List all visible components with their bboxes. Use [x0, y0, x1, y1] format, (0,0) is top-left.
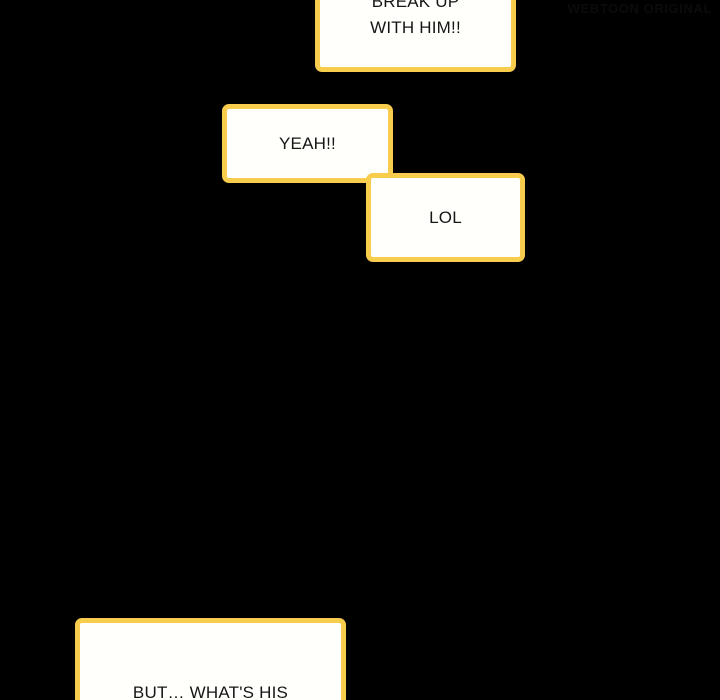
speech-bubble-but-whats-his: BUT… WHAT'S HIS [75, 618, 346, 700]
speech-bubble-text: BREAK UP WITH HIM!! [370, 0, 461, 37]
speech-bubble-text: YEAH!! [279, 133, 336, 153]
speech-bubble-text: BUT… WHAT'S HIS [132, 683, 289, 700]
speech-bubble-text: LOL [429, 207, 462, 227]
speech-bubble-lol: LOL [366, 173, 525, 262]
watermark-label: WEBTOON ORIGINAL [567, 1, 712, 16]
speech-bubble-break-up: BREAK UP WITH HIM!! [315, 0, 516, 72]
speech-bubble-yeah: YEAH!! [222, 104, 393, 183]
